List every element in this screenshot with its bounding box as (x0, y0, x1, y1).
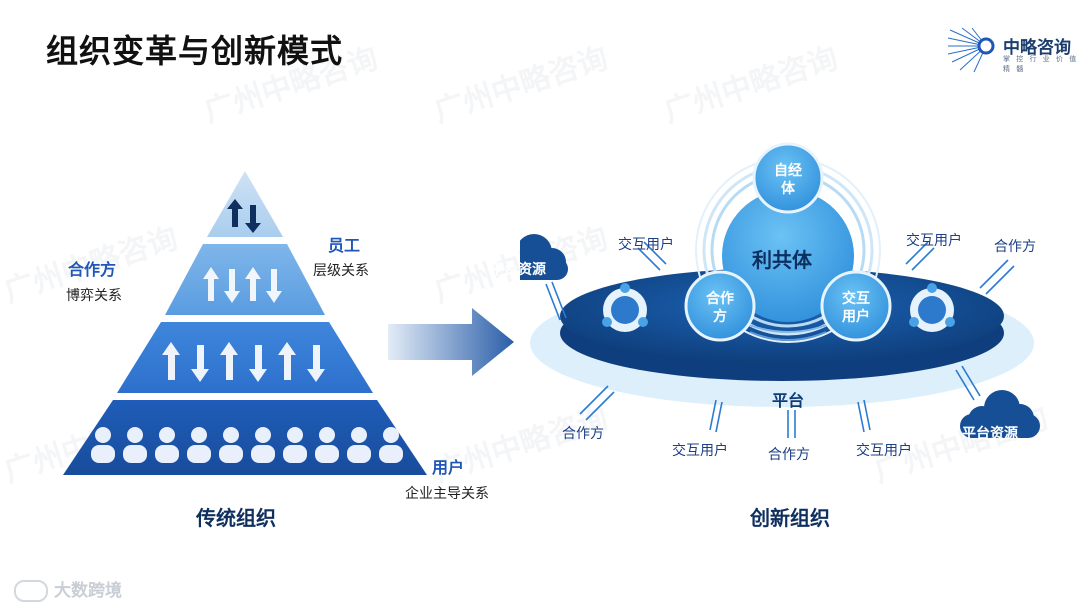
user-circle (820, 270, 892, 342)
arrows-icon (203, 267, 282, 303)
watermark: 广州中略咨询 (660, 40, 843, 130)
platform-label: 平台 (772, 391, 805, 410)
partner-circle-label: 合作 方 (706, 291, 734, 325)
co-benefit-label: 利共体 (752, 248, 812, 272)
pyramid-tier-2 (165, 244, 325, 315)
partner-circle (684, 270, 756, 342)
label-interactive-user-top-left: 交互用户 (618, 237, 674, 253)
footer-text: 大数跨境 (54, 581, 122, 601)
user-circle-label: 交互 用户 (842, 291, 870, 325)
logo-name: 中略咨询 (1003, 38, 1071, 58)
label-partner-left: 合作方 (562, 426, 604, 442)
label-user-relation: 企业主导关系 (405, 486, 489, 502)
pyramid-diagram (63, 171, 427, 475)
innovation-diagram (520, 142, 1040, 438)
pyramid-tier-3 (117, 322, 373, 393)
people-icon (91, 427, 403, 463)
mini-cycle-icon (909, 283, 955, 332)
co-benefit-circle (722, 190, 854, 322)
label-partner: 合作方 (68, 260, 117, 279)
footer-watermark: 大数跨境 (14, 576, 122, 602)
label-employee-relation: 层级关系 (313, 263, 369, 279)
label-partner-relation: 博弈关系 (66, 288, 122, 304)
arrows-icon (162, 342, 325, 382)
label-interactive-user-top-right: 交互用户 (906, 233, 962, 249)
transition-arrow-icon (388, 308, 514, 376)
label-user: 用户 (432, 458, 465, 477)
mini-cycle-icon (602, 283, 648, 332)
cloud-icon (520, 234, 568, 280)
watermark: 广州中略咨询 (430, 40, 613, 130)
label-partner-right: 合作方 (994, 239, 1036, 255)
label-partner-bottom: 合作方 (768, 447, 810, 463)
self-unit-circle (752, 142, 824, 214)
label-interactive-user-bottom-3: 交互用户 (856, 443, 912, 459)
label-interactive-user-bottom-1: 交互用户 (672, 443, 728, 459)
footer-logo-icon (14, 580, 48, 602)
pyramid-tier-1 (207, 171, 283, 237)
label-employee: 员工 (328, 236, 361, 255)
logo-tagline: 掌 控 行 业 价 值 精 髓 (1003, 55, 1079, 73)
caption-traditional: 传统组织 (196, 506, 276, 530)
self-unit-label: 自经 体 (774, 163, 802, 197)
exchange-arrow-icon (545, 241, 1015, 438)
cloud-left-label: 平台资源 (490, 262, 546, 278)
cloud-right-label: 平台资源 (962, 426, 1018, 442)
caption-innovative: 创新组织 (750, 506, 830, 530)
page-title: 组织变革与创新模式 (46, 32, 344, 70)
company-logo (947, 27, 995, 73)
pyramid-tier-4 (63, 400, 427, 475)
cloud-icon (960, 390, 1040, 438)
arrow-up-down-icon (227, 199, 261, 233)
